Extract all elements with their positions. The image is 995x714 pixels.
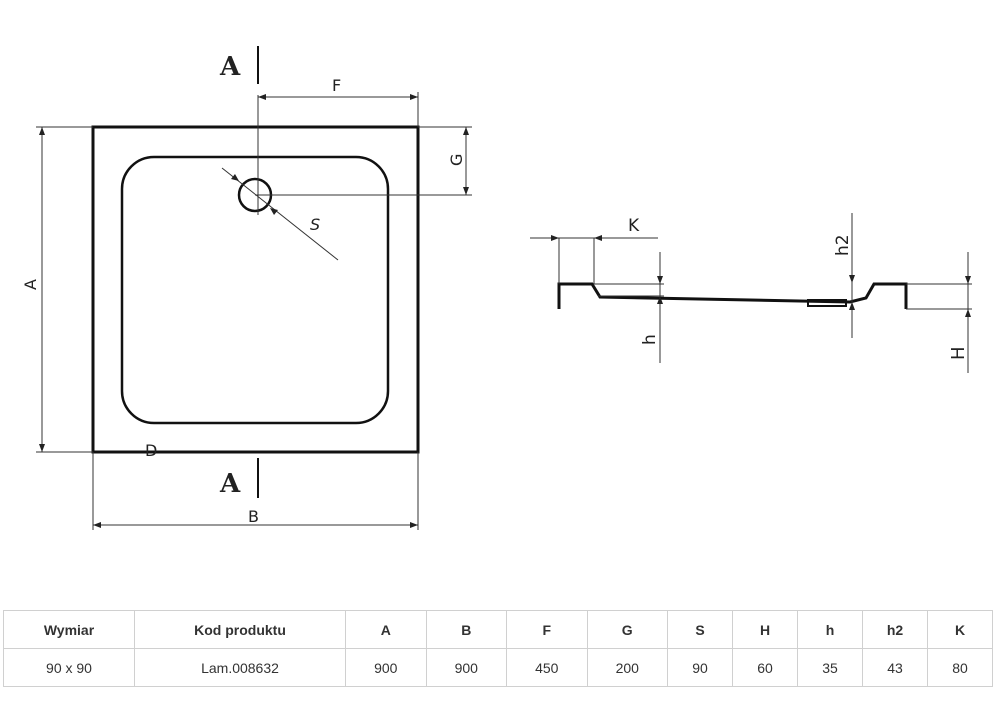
header-kod-produktu: Kod produktu xyxy=(134,610,346,649)
cell-B: 900 xyxy=(425,648,507,687)
label-A: A xyxy=(21,279,40,290)
technical-drawing: S A A F G A B D xyxy=(21,46,972,530)
table-header-row: Wymiar Kod produktu A B F G S H h h2 K xyxy=(3,610,993,649)
cell-h2: 43 xyxy=(862,648,928,687)
header-G: G xyxy=(586,610,668,649)
header-F: F xyxy=(506,610,588,649)
cell-K: 80 xyxy=(927,648,993,687)
cell-h: 35 xyxy=(797,648,863,687)
header-H: H xyxy=(732,610,798,649)
label-B: B xyxy=(248,507,259,526)
label-D: D xyxy=(145,441,157,460)
header-S: S xyxy=(667,610,733,649)
header-h2: h2 xyxy=(862,610,928,649)
cell-kod-produktu: Lam.008632 xyxy=(134,648,346,687)
label-F: F xyxy=(332,76,341,95)
label-h2: h2 xyxy=(833,234,853,256)
label-S: S xyxy=(310,215,320,234)
specification-table: Wymiar Kod produktu A B F G S H h h2 K 9… xyxy=(3,610,993,687)
cell-wymiar: 90 x 90 xyxy=(3,648,135,687)
header-A: A xyxy=(345,610,427,649)
basin-outline xyxy=(120,155,390,425)
cell-H: 60 xyxy=(732,648,798,687)
section-marker-bottom: A xyxy=(219,469,241,499)
section-view: K h h2 H xyxy=(530,213,972,373)
label-K: K xyxy=(628,216,640,236)
top-view: S A A F G A B D xyxy=(21,46,472,530)
label-H: H xyxy=(948,346,969,360)
tray-profile xyxy=(557,282,908,309)
header-wymiar: Wymiar xyxy=(3,610,135,649)
cell-A: 900 xyxy=(345,648,427,687)
cell-G: 200 xyxy=(586,648,668,687)
table-row: 90 x 90 Lam.008632 900 900 450 200 90 60… xyxy=(3,648,993,687)
tray-outline xyxy=(91,125,420,454)
header-K: K xyxy=(927,610,993,649)
section-marker-top: A xyxy=(219,52,241,82)
label-h: h xyxy=(640,334,660,345)
header-B: B xyxy=(425,610,507,649)
label-G: G xyxy=(447,154,466,166)
drain-pocket xyxy=(807,299,847,307)
cell-S: 90 xyxy=(667,648,733,687)
header-h: h xyxy=(797,610,863,649)
cell-F: 450 xyxy=(506,648,588,687)
